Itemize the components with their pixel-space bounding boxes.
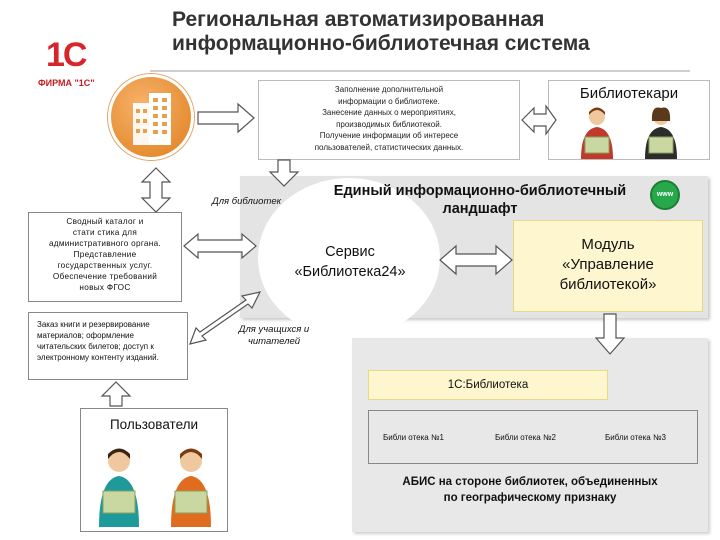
- service-line: «Библиотека24»: [294, 264, 406, 280]
- library-info-box: Заполнение дополнительной информации о б…: [258, 80, 520, 160]
- catalog-line: государственных услуг.: [57, 261, 153, 270]
- 1c-logo: 1С ФИРМА "1С": [28, 30, 120, 92]
- arrow-librarians-info: [521, 104, 557, 136]
- module-box: Модуль «Управление библиотекой»: [513, 220, 703, 312]
- logo-mark: 1С: [46, 36, 87, 74]
- www-globe-icon: www: [650, 180, 680, 210]
- librarians-box: Библиотекари: [548, 80, 710, 160]
- page-title: Региональная автоматизированная информац…: [172, 8, 590, 55]
- orders-box: Заказ книги и резервирование материалов;…: [28, 312, 188, 380]
- arrow-info-service: [268, 159, 300, 187]
- orders-line: читательских билетов; доступ к: [37, 342, 154, 351]
- for-students-line: Для учащихся и: [238, 324, 310, 335]
- orders-line: электронному контенту изданий.: [37, 353, 159, 362]
- for-students-label: Для учащихся и читателей: [224, 324, 324, 348]
- catalog-line: административного органа.: [48, 239, 162, 248]
- for-libraries-label: Для библиотек: [212, 196, 282, 207]
- info-line: Получение информации об интересе: [319, 131, 459, 141]
- catalog-box: Сводный каталог и стати стика для админи…: [28, 212, 182, 302]
- service-circle: [258, 178, 440, 338]
- users-title: Пользователи: [109, 417, 199, 432]
- arrow-catalog-service: [183, 232, 257, 260]
- library-item: Библи отека №3: [605, 433, 666, 442]
- info-line: информации о библиотеке.: [338, 96, 440, 106]
- arrow-module-abis: [594, 313, 626, 355]
- users-box: Пользователи: [80, 408, 228, 532]
- info-line: пользователей, статистических данных.: [314, 142, 464, 152]
- users-people-icon: [99, 448, 211, 527]
- abis-caption: АБИС на стороне библиотек, объединенных …: [360, 474, 700, 506]
- service-label: Сервис «Библиотека24»: [262, 242, 438, 282]
- library-item: Библи отека №1: [383, 433, 444, 442]
- catalog-line: новых ФГОС: [79, 283, 131, 292]
- title-divider: [150, 70, 690, 72]
- for-students-line: читателей: [247, 336, 301, 347]
- info-line: производимых библиотекой.: [336, 119, 442, 129]
- logo-caption: ФИРМА "1С": [38, 78, 95, 88]
- module-line: «Управление: [562, 256, 654, 273]
- abis-caption-line: по географическому признаку: [443, 492, 617, 504]
- orders-line: Заказ книги и резервирование: [37, 320, 150, 329]
- catalog-line: Представление: [73, 250, 137, 259]
- arrow-updown-left: [140, 167, 172, 213]
- abis-caption-line: АБИС на стороне библиотек, объединенных: [402, 476, 658, 488]
- catalog-line: Сводный каталог и: [66, 217, 144, 226]
- module-line: Модуль: [581, 236, 635, 253]
- info-line: Занесение данных о мероприятиях,: [322, 108, 456, 118]
- catalog-line: Обеспечение требований: [52, 272, 158, 281]
- module-line: библиотекой»: [559, 276, 657, 293]
- orders-line: материалов; оформление: [37, 331, 134, 340]
- arrow-orders-service: [189, 291, 262, 345]
- arrow-service-module: [439, 244, 513, 276]
- product-1c-library: 1С:Библиотека: [368, 370, 608, 400]
- landscape-title: Единый информационно-библиотечный ландша…: [300, 182, 660, 218]
- info-line: Заполнение дополнительной: [334, 85, 444, 94]
- libraries-row: Библи отека №1 Библи отека №2 Библи отек…: [368, 410, 698, 464]
- landscape-title-line: Единый информационно-библиотечный: [333, 183, 627, 199]
- librarians-people-icon: [581, 107, 677, 159]
- arrow-building-info: [197, 102, 255, 134]
- arrow-users-orders: [100, 381, 132, 407]
- library-item: Библи отека №2: [495, 433, 556, 442]
- catalog-line: стати стика для: [72, 228, 138, 237]
- landscape-title-line: ландшафт: [442, 201, 518, 217]
- library-building-icon: [108, 74, 194, 160]
- librarians-title: Библиотекари: [579, 85, 679, 102]
- service-line: Сервис: [325, 244, 375, 260]
